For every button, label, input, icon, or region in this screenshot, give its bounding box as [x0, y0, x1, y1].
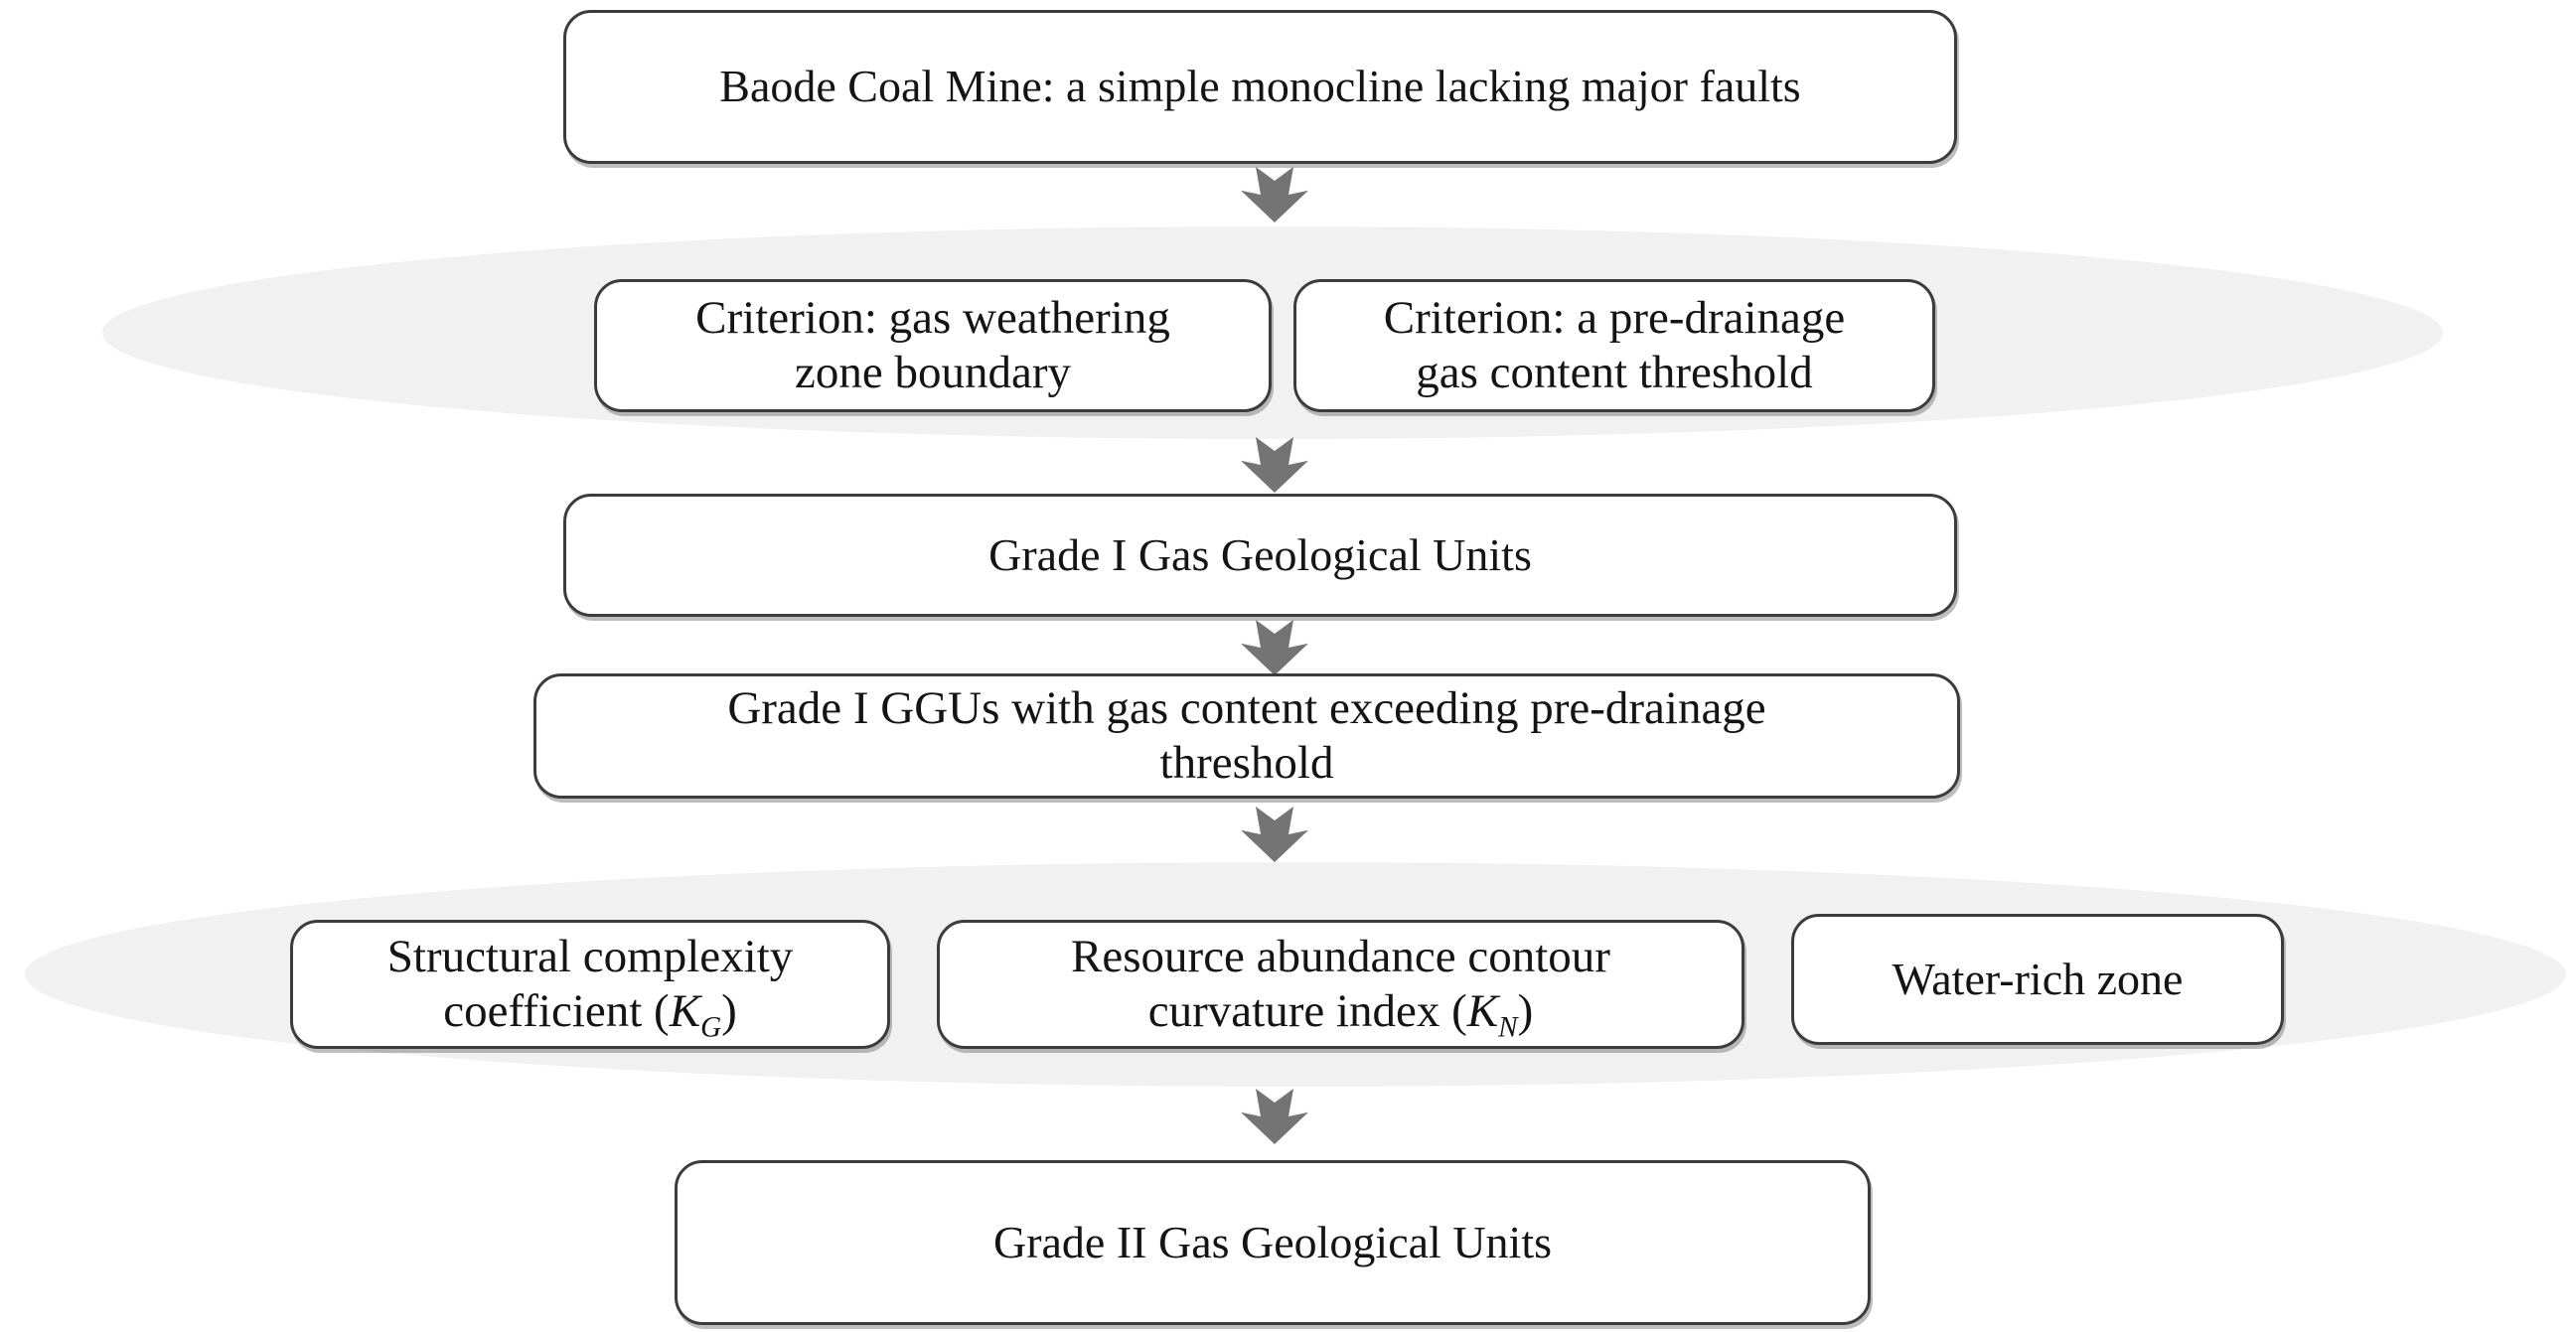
criterion-gas-weathering-line1: Criterion: gas weathering [695, 291, 1170, 344]
down-arrow-icon [1241, 807, 1308, 862]
criterion-pre-drainage-line2: gas content threshold [1416, 347, 1813, 398]
node-water-rich-zone: Water-rich zone [1791, 914, 2284, 1045]
kg-symbol: K [669, 985, 701, 1037]
structural-complexity-line2-suffix: ) [721, 985, 737, 1037]
kn-symbol: K [1466, 985, 1499, 1037]
grade-i-exceeding-line2: threshold [1159, 737, 1334, 789]
resource-abundance-line2-suffix: ) [1517, 985, 1534, 1037]
node-baode-coal-mine-label: Baode Coal Mine: a simple monocline lack… [719, 61, 1801, 112]
criterion-gas-weathering-line2: zone boundary [795, 347, 1071, 398]
node-criterion-gas-weathering: Criterion: gas weathering zone boundary [594, 279, 1272, 412]
node-grade-ii-units: Grade II Gas Geological Units [675, 1160, 1871, 1325]
node-resource-abundance: Resource abundance contour curvature ind… [937, 920, 1744, 1049]
node-grade-ii-units-label: Grade II Gas Geological Units [992, 1216, 1553, 1267]
node-water-rich-zone-label: Water-rich zone [1892, 953, 2184, 1004]
resource-abundance-line2-prefix: curvature index ( [1147, 985, 1467, 1037]
down-arrow-icon [1241, 1089, 1308, 1144]
structural-complexity-line2: coefficient (KG) [443, 984, 737, 1042]
down-arrow-icon [1241, 437, 1308, 493]
node-grade-i-exceeding: Grade I GGUs with gas content exceeding … [533, 673, 1960, 799]
criteria-group-ellipse [102, 226, 2443, 439]
resource-abundance-line2: curvature index (KN) [1147, 984, 1534, 1042]
kg-subscript: G [700, 1011, 722, 1044]
structural-complexity-line1: Structural complexity [386, 930, 794, 982]
structural-complexity-line2-prefix: coefficient ( [443, 985, 670, 1037]
node-baode-coal-mine: Baode Coal Mine: a simple monocline lack… [563, 10, 1957, 164]
grade-i-exceeding-line1: Grade I GGUs with gas content exceeding … [727, 681, 1766, 734]
node-grade-i-units-label: Grade I Gas Geological Units [988, 528, 1532, 580]
down-arrow-icon [1241, 620, 1308, 675]
down-arrow-icon [1241, 167, 1308, 222]
kn-subscript: N [1498, 1011, 1518, 1044]
resource-abundance-line1: Resource abundance contour [1071, 930, 1610, 982]
criterion-pre-drainage-line1: Criterion: a pre-drainage [1383, 291, 1846, 344]
node-criterion-pre-drainage: Criterion: a pre-drainage gas content th… [1293, 279, 1935, 412]
node-structural-complexity: Structural complexity coefficient (KG) [290, 920, 890, 1049]
node-grade-i-units: Grade I Gas Geological Units [563, 494, 1957, 617]
